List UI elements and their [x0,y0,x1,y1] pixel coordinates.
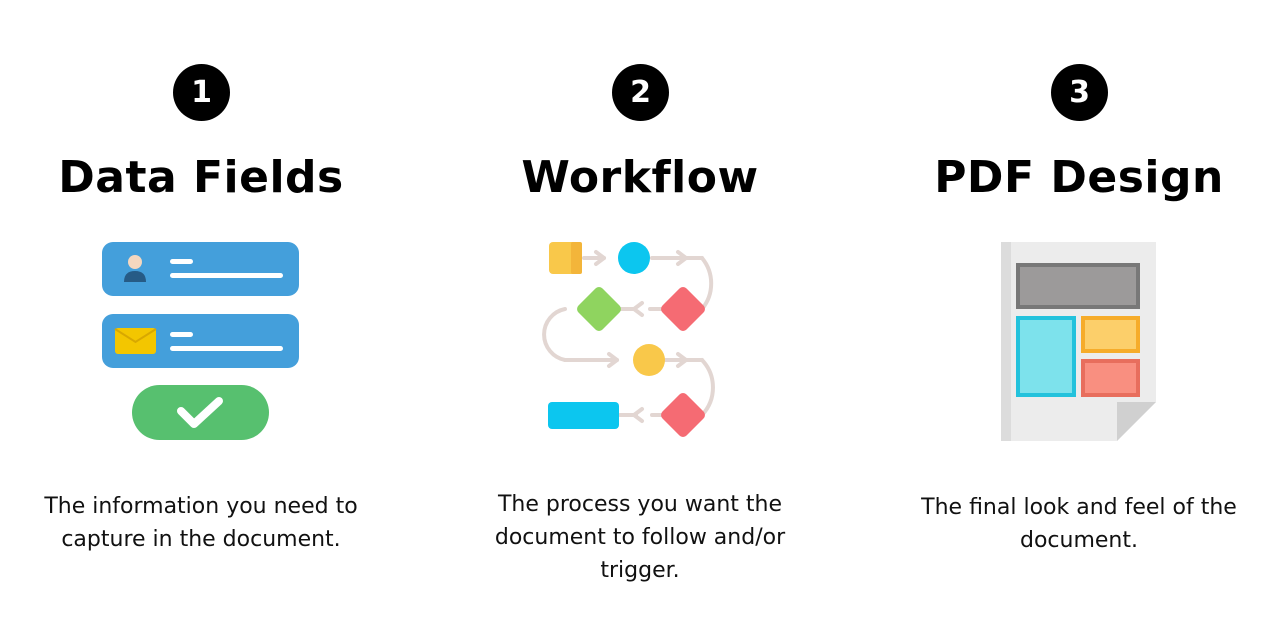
page-fold-corner [1117,402,1156,441]
envelope-flap [114,328,157,344]
data-fields-form-icon [91,230,311,450]
step-number-badge: 2 [612,64,669,121]
workflow-illustration [542,242,715,437]
checkmark-icon [177,397,223,428]
email-field-card [102,314,299,368]
step-pdf-design: 3 PDF Design The final look and feel of … [899,0,1259,633]
connector-curve [542,307,567,362]
step-number-badge: 1 [173,64,230,121]
decision-node-red [661,287,705,331]
start-node-shade [571,242,582,274]
end-node-rect [548,402,619,429]
field-line-short [170,332,193,337]
step-title: PDF Design [934,152,1224,203]
decision-node-red [661,393,705,437]
arrow-head [676,250,688,266]
header-block [1020,267,1136,305]
user-field-card [102,242,299,296]
user-body [124,271,146,282]
image-panel [1020,320,1072,393]
step-title: Workflow [521,152,759,203]
step-description: The final look and feel of the document. [921,495,1237,553]
text-panel [1085,320,1136,349]
page-edge-shade [1001,242,1011,441]
arrow-head [676,352,688,368]
field-line-long [170,346,283,351]
pdf-layout-document-icon [969,230,1189,450]
step-data-fields: 1 Data Fields The information you need t… [21,0,381,633]
table-panel [1085,363,1136,393]
step-description: The information you need to capture in t… [44,494,358,552]
step-number-badge: 3 [1051,64,1108,121]
check-button-shape [132,385,269,440]
user-head [128,255,142,269]
pdf-design-illustration [1001,242,1156,441]
process-node-circle [618,242,650,274]
arrow-head [594,250,606,266]
step-description: The process you want the document to fol… [494,492,786,583]
step-workflow: 2 Workflow [460,0,820,633]
field-line-long [170,273,283,278]
workflow-flowchart-icon [530,230,750,450]
decision-node-green [577,287,621,331]
field-line-short [170,259,193,264]
connector-curve [700,256,714,311]
data-fields-illustration [102,242,299,440]
arrow-head [607,352,619,368]
step-title: Data Fields [58,152,344,203]
connector-curve [700,358,715,417]
arrow-head [632,407,644,423]
process-node-circle-yellow [633,344,665,376]
arrow-head [632,301,644,317]
